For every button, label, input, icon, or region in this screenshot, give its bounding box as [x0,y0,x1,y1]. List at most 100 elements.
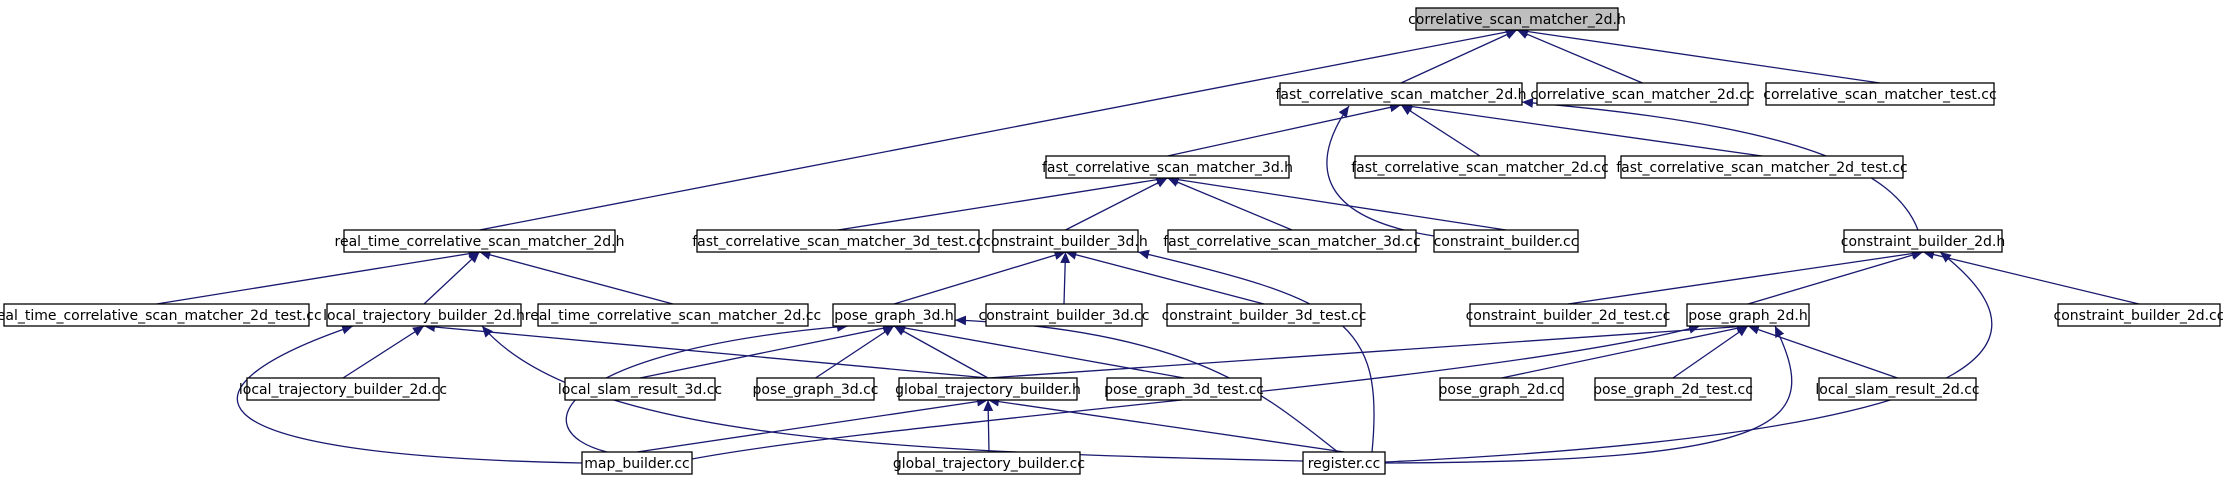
node-box [3,303,310,327]
node-box [832,303,956,327]
edge-correlative-scan-matcher-2d-h-to-real-time-correlative-scan-matcher-2d-h [479,27,1518,231]
node-fast-correlative-scan-matcher-2d-test-cc[interactable]: fast_correlative_scan_matcher_2d_test.cc [1616,155,1908,179]
node-label: fast_correlative_scan_matcher_2d.h [1275,87,1526,103]
node-correlative-scan-matcher-2d-h[interactable]: correlative_scan_matcher_2d.h [1408,7,1626,31]
node-constraint-builder-3d-h[interactable]: constraint_builder_3d.h [983,229,1148,253]
edge-local-trajectory-builder-2d-h-to-map-builder-cc [236,324,583,464]
node-box [1279,82,1523,106]
node-box [1439,377,1564,401]
node-box [581,451,693,475]
edge-pose-graph-2d-h-to-pose-graph-2d-test-cc [1672,325,1749,379]
node-box [897,451,1081,475]
node-pose-graph-2d-cc[interactable]: pose_graph_2d.cc [1439,377,1565,401]
node-box [1106,377,1262,401]
edge-constraint-builder-3d-h-to-pose-graph-3d-h [893,250,1066,305]
node-label: fast_correlative_scan_matcher_3d_test.cc [692,234,983,250]
edge-correlative-scan-matcher-2d-h-to-fast-correlative-scan-matcher-2d-h [1400,29,1518,84]
node-label: constraint_builder_2d.cc [2054,308,2223,324]
node-label: constraint_builder_3d_test.cc [1162,308,1367,324]
node-box [246,377,440,401]
node-box [326,303,522,327]
node-label: constraint_builder_2d.h [1841,234,2005,250]
node-pose-graph-2d-h[interactable]: pose_graph_2d.h [1686,303,1810,327]
node-box [985,303,1143,327]
node-local-trajectory-builder-2d-cc[interactable]: local_trajectory_builder_2d.cc [239,377,447,401]
node-label: correlative_scan_matcher_test.cc [1763,87,1996,103]
edge-fast-correlative-scan-matcher-2d-h-to-fast-correlative-scan-matcher-3d-h [1167,102,1402,157]
node-local-slam-result-2d-cc[interactable]: local_slam_result_2d.cc [1815,377,1980,401]
node-local-slam-result-3d-cc[interactable]: local_slam_result_3d.cc [558,377,722,401]
node-box [1686,303,1810,327]
node-box [1594,377,1752,401]
node-label: global_trajectory_builder.h [895,382,1081,398]
node-label: local_slam_result_2d.cc [1815,382,1979,398]
node-box [1469,303,1667,327]
node-fast-correlative-scan-matcher-3d-h[interactable]: fast_correlative_scan_matcher_3d.h [1042,155,1293,179]
node-register-cc[interactable]: register.cc [1302,451,1386,475]
node-pose-graph-3d-test-cc[interactable]: pose_graph_3d_test.cc [1104,377,1264,401]
edge-fast-correlative-scan-matcher-2d-h-to-fast-correlative-scan-matcher-2d-cc [1400,104,1481,157]
node-constraint-builder-cc[interactable]: constraint_builder.cc [1433,229,1579,253]
node-box [537,303,809,327]
node-constraint-builder-2d-h[interactable]: constraint_builder_2d.h [1841,229,2005,253]
edge-fast-correlative-scan-matcher-3d-h-to-constraint-builder-cc [1167,174,1507,231]
node-label: pose_graph_2d_test.cc [1593,382,1753,398]
node-label: register.cc [1308,456,1381,472]
node-constraint-builder-2d-cc[interactable]: constraint_builder_2d.cc [2054,303,2223,327]
edge-pose-graph-2d-h-to-local-slam-result-2d-cc [1747,324,1898,379]
node-pose-graph-3d-h[interactable]: pose_graph_3d.h [832,303,956,327]
node-global-trajectory-builder-h[interactable]: global_trajectory_builder.h [895,377,1081,401]
edge-pose-graph-3d-h-to-pose-graph-3d-cc [815,325,895,379]
node-label: global_trajectory_builder.cc [893,456,1085,472]
node-label: correlative_scan_matcher_2d.cc [1530,87,1754,103]
node-box [1620,155,1904,179]
edge-pose-graph-3d-h-to-local-slam-result-3d-cc [639,323,895,379]
node-box [1843,229,2003,253]
node-fast-correlative-scan-matcher-3d-cc[interactable]: fast_correlative_scan_matcher_3d.cc [1163,229,1421,253]
edge-local-trajectory-builder-2d-h-to-local-trajectory-builder-2d-cc [342,325,425,379]
edge-fast-correlative-scan-matcher-3d-h-to-fast-correlative-scan-matcher-3d-cc [1167,177,1293,231]
node-correlative-scan-matcher-2d-cc[interactable]: correlative_scan_matcher_2d.cc [1530,82,1755,106]
edge-constraint-builder-2d-h-to-pose-graph-2d-h [1747,250,1924,305]
node-constraint-builder-2d-test-cc[interactable]: constraint_builder_2d_test.cc [1466,303,1671,327]
edge-real-time-correlative-scan-matcher-2d-h-to-local-trajectory-builder-2d-h [423,251,480,305]
node-map-builder-cc[interactable]: map_builder.cc [581,451,693,475]
edge-correlative-scan-matcher-2d-h-to-correlative-scan-matcher-2d-cc [1516,29,1643,84]
edge-fast-correlative-scan-matcher-2d-h-to-fast-correlative-scan-matcher-2d-test-cc [1400,101,1763,157]
edge-fast-correlative-scan-matcher-2d-h-to-constraint-builder-2d-h [1521,97,1919,231]
node-label: constraint_builder.cc [1434,234,1579,250]
node-local-trajectory-builder-2d-h[interactable]: local_trajectory_builder_2d.h [323,303,525,327]
node-label: map_builder.cc [584,456,689,472]
edge-constraint-builder-2d-h-to-constraint-builder-2d-cc [1922,249,2140,305]
node-fast-correlative-scan-matcher-3d-test-cc[interactable]: fast_correlative_scan_matcher_3d_test.cc [692,229,984,253]
node-global-trajectory-builder-cc[interactable]: global_trajectory_builder.cc [893,451,1085,475]
node-label: fast_correlative_scan_matcher_3d.h [1042,160,1293,176]
edge-pose-graph-3d-h-to-pose-graph-3d-test-cc [893,323,1185,379]
edge-pose-graph-2d-h-to-register-cc [1384,325,1793,464]
node-pose-graph-3d-cc[interactable]: pose_graph_3d.cc [753,377,879,401]
node-constraint-builder-3d-test-cc[interactable]: constraint_builder_3d_test.cc [1162,303,1367,327]
node-real-time-correlative-scan-matcher-2d-cc[interactable]: real_time_correlative_scan_matcher_2d.cc [525,303,821,327]
node-box [992,229,1139,253]
node-real-time-correlative-scan-matcher-2d-test-cc[interactable]: real_time_correlative_scan_matcher_2d_te… [0,303,322,327]
node-box [756,377,875,401]
node-box [1415,7,1619,31]
node-box [1818,377,1977,401]
node-real-time-correlative-scan-matcher-2d-h[interactable]: real_time_correlative_scan_matcher_2d.h [335,229,625,253]
node-label: correlative_scan_matcher_2d.h [1408,12,1626,28]
node-label: real_time_correlative_scan_matcher_2d.h [335,234,625,250]
edge-pose-graph-2d-h-to-pose-graph-2d-cc [1501,323,1749,379]
edge-local-trajectory-builder-2d-h-to-global-trajectory-builder-h [423,322,989,379]
node-label: constraint_builder_3d.h [983,234,1147,250]
node-fast-correlative-scan-matcher-2d-cc[interactable]: fast_correlative_scan_matcher_2d.cc [1351,155,1609,179]
node-label: fast_correlative_scan_matcher_2d.cc [1351,160,1609,176]
node-constraint-builder-3d-cc[interactable]: constraint_builder_3d.cc [979,303,1150,327]
node-box [1354,155,1606,179]
edge-pose-graph-3d-h-to-global-trajectory-builder-h [893,325,989,379]
node-pose-graph-2d-test-cc[interactable]: pose_graph_2d_test.cc [1593,377,1753,401]
node-box [898,377,1078,401]
node-correlative-scan-matcher-test-cc[interactable]: correlative_scan_matcher_test.cc [1763,82,1997,106]
node-box [1045,155,1290,179]
node-fast-correlative-scan-matcher-2d-h[interactable]: fast_correlative_scan_matcher_2d.h [1275,82,1527,106]
